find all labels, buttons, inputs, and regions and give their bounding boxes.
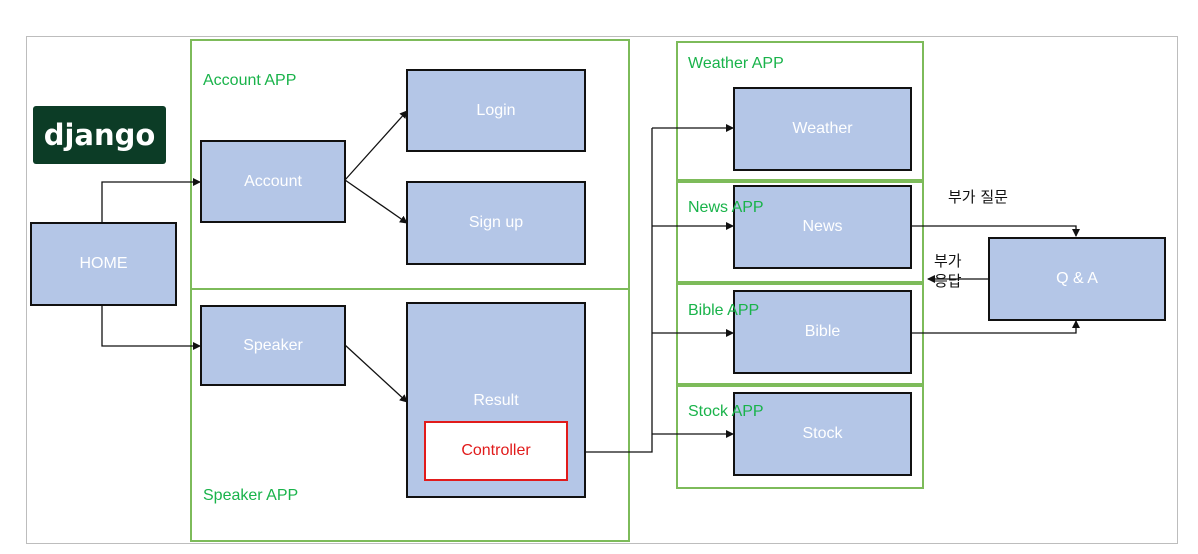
account-node: Account (200, 140, 346, 223)
django-logo: django (33, 106, 166, 164)
bible-node: Bible (733, 290, 912, 374)
weather-app-box (676, 41, 924, 181)
edge-home-speaker (101, 305, 201, 350)
stock-app-label: Stock APP (688, 403, 764, 420)
extra-answer-label-line2: 응답 (934, 272, 962, 290)
news-node: News (733, 185, 912, 269)
controller-node: Controller (424, 421, 568, 481)
qa-node: Q & A (988, 237, 1166, 321)
home-node: HOME (30, 222, 177, 306)
signup-node: Sign up (406, 181, 586, 265)
diagram-frame (26, 36, 1178, 544)
extra-question-label: 부가 질문 (948, 188, 1008, 206)
bible-app-label: Bible APP (688, 302, 760, 319)
stock-app-box (676, 385, 924, 489)
speaker-node: Speaker (200, 305, 346, 386)
edge-news-qa (911, 225, 1080, 237)
stock-node: Stock (733, 392, 912, 476)
weather-app-label: Weather APP (688, 55, 784, 72)
bible-app-box (676, 283, 924, 385)
account-app-label: Account APP (203, 72, 297, 89)
login-node: Login (406, 69, 586, 152)
edge-speaker-result (344, 344, 408, 403)
speaker-app-box (190, 288, 630, 542)
extra-answer-label-line1: 부가 (934, 252, 962, 270)
edge-account-signup (344, 179, 408, 224)
edge-controller-bus (568, 128, 653, 453)
edge-account-login (344, 110, 408, 181)
edge-home-account (101, 178, 201, 222)
news-app-box (676, 181, 924, 283)
edge-bible-qa (911, 320, 1080, 334)
speaker-app-label: Speaker APP (203, 487, 299, 504)
news-app-label: News APP (688, 199, 764, 216)
weather-node: Weather (733, 87, 912, 171)
